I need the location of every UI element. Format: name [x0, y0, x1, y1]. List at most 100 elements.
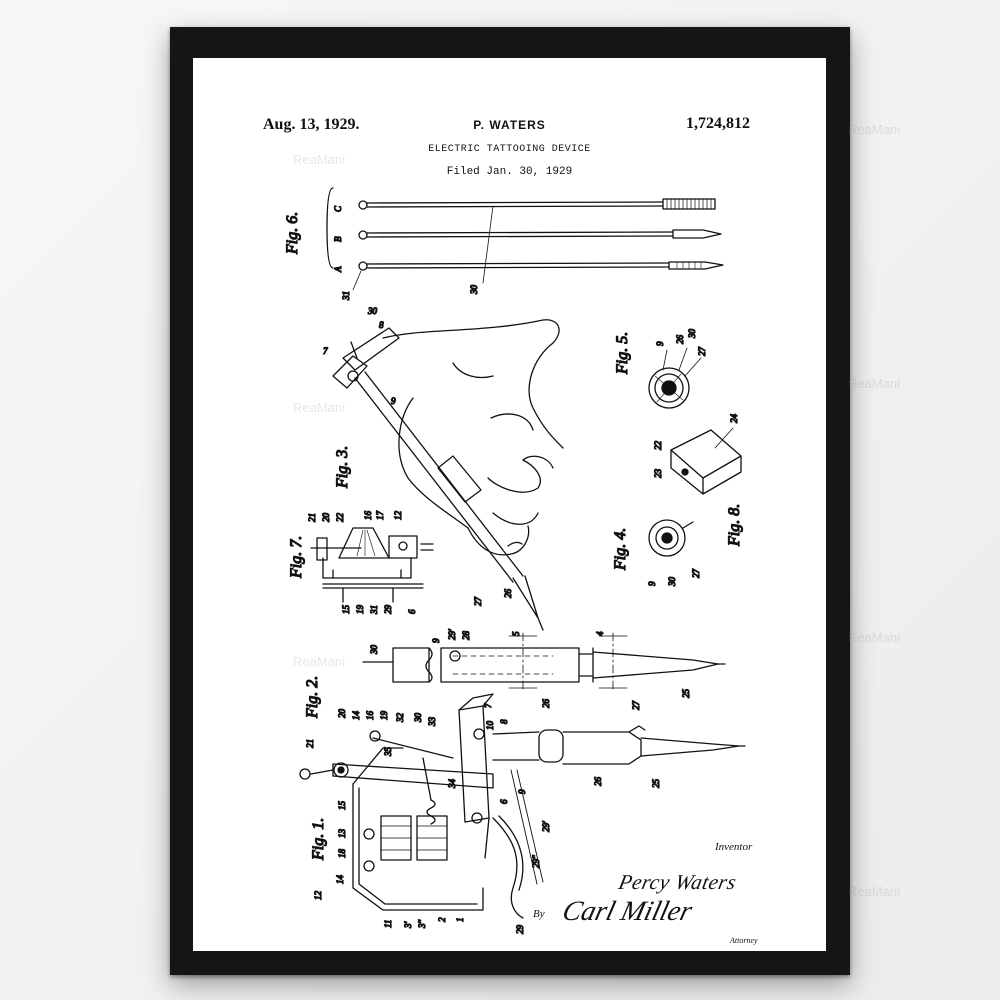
fig4-cross-section: Fig. 4. 9 30 27 — [611, 520, 702, 588]
svg-text:29: 29 — [515, 925, 525, 935]
svg-text:30: 30 — [469, 285, 479, 296]
watermark: ReaMani — [848, 122, 901, 137]
svg-text:7: 7 — [323, 346, 328, 356]
svg-text:26: 26 — [593, 777, 603, 787]
by-label: By — [533, 908, 545, 920]
svg-text:33: 33 — [427, 717, 437, 728]
patent-filed-date: Filed Jan. 30, 1929 — [446, 166, 573, 178]
svg-text:10: 10 — [485, 721, 495, 731]
svg-text:30: 30 — [687, 329, 697, 340]
fig7-mechanism: Fig. 7. 21 20 22 16 17 12 15 19 — [287, 510, 433, 616]
svg-text:21: 21 — [307, 513, 317, 522]
svg-text:9: 9 — [655, 341, 665, 346]
svg-text:26: 26 — [541, 699, 551, 709]
svg-text:8: 8 — [499, 719, 509, 724]
attorney-label: Attorney — [730, 936, 758, 945]
svg-text:25: 25 — [681, 689, 691, 699]
svg-text:22: 22 — [653, 441, 663, 451]
svg-text:27: 27 — [473, 597, 483, 607]
svg-text:31: 31 — [369, 605, 379, 615]
fig8-label: Fig. 8. — [726, 504, 743, 547]
svg-text:2: 2 — [437, 917, 447, 922]
needle-label-b: B — [333, 236, 343, 242]
patent-date: Aug. 13, 1929. — [263, 116, 360, 133]
svg-text:1: 1 — [455, 918, 465, 923]
watermark: ReaMani — [848, 630, 901, 645]
svg-text:20: 20 — [337, 709, 347, 719]
fig1-label: Fig. 1. — [310, 818, 327, 861]
svg-text:16: 16 — [365, 711, 375, 721]
svg-text:3'': 3'' — [417, 919, 427, 929]
watermark: ReaMani — [293, 654, 346, 669]
fig7-label: Fig. 7. — [288, 536, 305, 579]
poster-frame: Aug. 13, 1929. P. WATERS 1,724,812 ELECT… — [170, 27, 850, 975]
svg-text:26: 26 — [503, 589, 513, 599]
svg-text:9: 9 — [431, 638, 441, 643]
svg-text:3': 3' — [403, 921, 413, 930]
patent-title: ELECTRIC TATTOOING DEVICE — [428, 144, 591, 155]
fig5-cross-section: Fig. 5. 9 26 30 27 — [613, 328, 708, 409]
svg-text:6: 6 — [407, 609, 417, 614]
svg-text:30: 30 — [667, 577, 677, 588]
svg-text:27: 27 — [691, 569, 701, 579]
svg-text:5: 5 — [511, 631, 521, 636]
fig3-hand-holding-needle: Fig. 3. — [322, 305, 563, 630]
watermark: ReaMani — [848, 884, 901, 899]
watermark: ReaMani — [293, 152, 346, 167]
svg-text:29'': 29'' — [531, 854, 541, 868]
svg-text:15: 15 — [337, 801, 347, 811]
svg-text:26: 26 — [675, 335, 685, 345]
svg-text:9: 9 — [647, 581, 657, 586]
svg-text:12: 12 — [313, 891, 323, 901]
fig5-label: Fig. 5. — [614, 332, 631, 375]
svg-text:30: 30 — [413, 713, 423, 724]
svg-text:8: 8 — [379, 320, 384, 330]
fig2-needle-tube: Fig. 2. 30 9 29' 28 5 4 26 — [303, 627, 725, 720]
patent-drawing: Fig. 6. A B C — [283, 58, 826, 935]
svg-text:27: 27 — [631, 701, 641, 711]
svg-text:29: 29 — [383, 605, 393, 615]
svg-text:13: 13 — [337, 829, 347, 839]
svg-text:6: 6 — [499, 799, 509, 804]
watermark: ReaMani — [293, 400, 346, 415]
svg-text:19: 19 — [355, 605, 365, 615]
svg-text:24: 24 — [729, 414, 739, 424]
svg-text:12: 12 — [393, 511, 403, 521]
fig2-label: Fig. 2. — [304, 676, 321, 719]
svg-text:16: 16 — [363, 511, 373, 521]
svg-text:22: 22 — [335, 513, 345, 523]
svg-text:34: 34 — [447, 779, 457, 790]
svg-text:9: 9 — [517, 789, 527, 794]
svg-text:30: 30 — [367, 306, 378, 316]
svg-text:31: 31 — [341, 291, 351, 301]
inventor-label: Inventor — [715, 841, 753, 853]
svg-text:15: 15 — [341, 605, 351, 615]
fig4-label: Fig. 4. — [612, 528, 629, 571]
attorney-signature: Carl Miller — [559, 896, 696, 927]
svg-text:19: 19 — [379, 711, 389, 721]
svg-text:23: 23 — [653, 469, 663, 479]
svg-text:4: 4 — [595, 631, 605, 636]
svg-text:18: 18 — [337, 849, 347, 859]
svg-text:14: 14 — [351, 711, 361, 721]
patent-print: Aug. 13, 1929. P. WATERS 1,724,812 ELECT… — [193, 58, 826, 951]
svg-text:21: 21 — [305, 739, 315, 748]
svg-text:35: 35 — [383, 747, 393, 758]
svg-text:28: 28 — [461, 631, 471, 641]
fig1-tattoo-machine: Fig. 1. — [300, 694, 745, 935]
inventor-signature: Percy Waters — [616, 870, 739, 894]
svg-text:7: 7 — [483, 703, 493, 708]
svg-text:27: 27 — [697, 347, 707, 357]
fig6-needles: Fig. 6. A B C — [283, 188, 723, 302]
fig6-label: Fig. 6. — [284, 212, 301, 255]
svg-text:32: 32 — [395, 713, 405, 724]
watermark: ReaMani — [848, 376, 901, 391]
svg-text:30: 30 — [369, 645, 379, 656]
fig3-label: Fig. 3. — [334, 446, 351, 489]
svg-text:9: 9 — [391, 396, 396, 406]
patent-inventor-name: P. WATERS — [473, 118, 546, 132]
patent-number: 1,724,812 — [686, 115, 750, 132]
svg-text:25: 25 — [651, 779, 661, 789]
svg-text:11: 11 — [383, 920, 393, 928]
needle-label-a: A — [333, 266, 343, 273]
